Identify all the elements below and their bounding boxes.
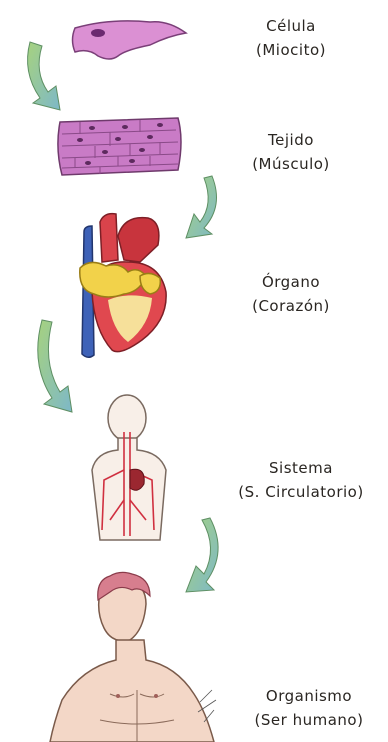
level-label-tissue: Tejido (Músculo) <box>226 128 356 176</box>
level-title: Órgano <box>226 270 356 294</box>
level-title: Sistema <box>218 456 384 480</box>
level-title: Célula <box>226 14 356 38</box>
level-label-system: Sistema (S. Circulatorio) <box>218 456 384 504</box>
level-title: Organismo <box>236 684 382 708</box>
level-subtitle: (S. Circulatorio) <box>218 480 384 504</box>
level-label-organ: Órgano (Corazón) <box>226 270 356 318</box>
level-subtitle: (Corazón) <box>226 294 356 318</box>
muscle-tissue-icon <box>58 118 181 175</box>
circulatory-system-icon <box>92 395 166 540</box>
arrow-icon <box>186 176 217 238</box>
level-subtitle: (Miocito) <box>226 38 356 62</box>
heart-icon <box>80 214 166 358</box>
level-subtitle: (Músculo) <box>226 152 356 176</box>
arrow-icon <box>38 320 72 412</box>
level-subtitle: (Ser humano) <box>236 708 382 732</box>
level-label-cell: Célula (Miocito) <box>226 14 356 62</box>
arrow-icon <box>186 518 218 592</box>
human-body-icon <box>50 572 216 742</box>
muscle-cell-icon <box>73 21 187 59</box>
level-title: Tejido <box>226 128 356 152</box>
level-label-organism: Organismo (Ser humano) <box>236 684 382 732</box>
arrow-icon <box>28 42 60 110</box>
